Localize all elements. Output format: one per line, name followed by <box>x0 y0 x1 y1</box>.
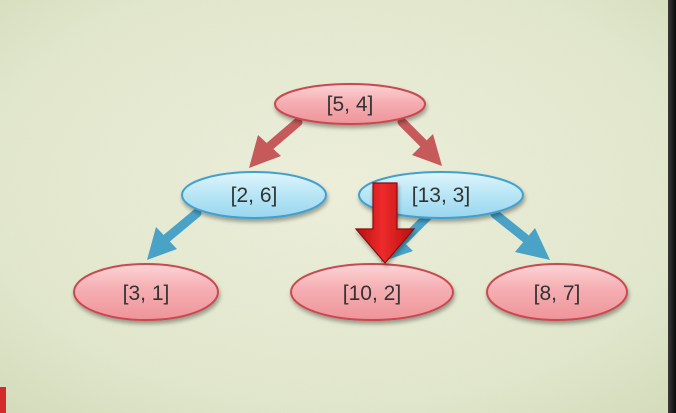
node-right-label: [13, 3] <box>412 184 470 207</box>
corner-marker <box>0 387 6 413</box>
node-left <box>181 171 327 219</box>
node-root <box>274 83 426 125</box>
edge-root-right <box>397 117 442 166</box>
node-left-left <box>73 263 219 321</box>
window-edge <box>668 0 676 413</box>
node-right-right-label: [8, 7] <box>534 282 581 305</box>
node-right-right <box>486 263 628 321</box>
node-left-left-label: [3, 1] <box>123 282 170 305</box>
node-right <box>358 171 524 219</box>
edge-left-leftleft <box>147 208 202 260</box>
node-right-left <box>290 263 454 321</box>
edge-root-left <box>249 117 303 168</box>
highlight-down-arrow-icon <box>354 182 416 264</box>
edge-right-rightright <box>490 209 550 260</box>
node-right-left-label: [10, 2] <box>343 282 401 305</box>
node-root-label: [5, 4] <box>327 93 374 116</box>
node-left-label: [2, 6] <box>231 184 278 207</box>
